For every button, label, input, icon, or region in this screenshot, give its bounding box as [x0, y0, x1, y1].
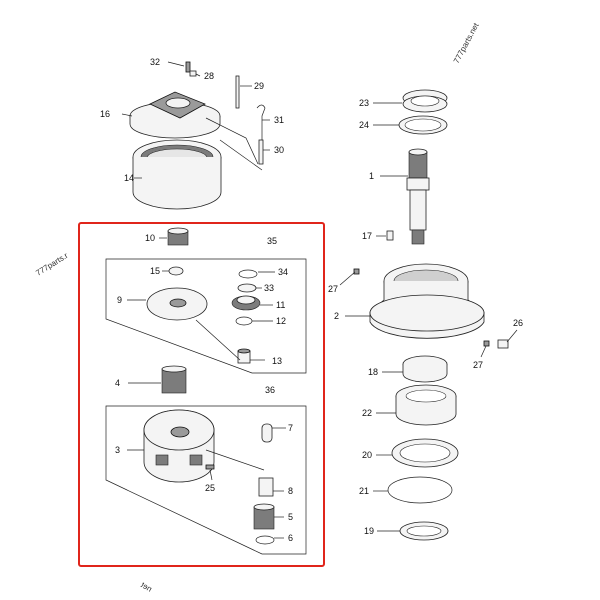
part-20-disc: [391, 438, 459, 468]
watermark-top: 777parts.net: [452, 21, 481, 65]
part-1-shaft: [406, 148, 430, 245]
part-16-flange: [129, 91, 221, 139]
part-10-gear: [167, 227, 189, 246]
callout-29: 29: [254, 81, 264, 91]
part-9-carrier: [146, 287, 208, 321]
part-17-pin: [386, 230, 394, 241]
callout-8: 8: [288, 486, 293, 496]
callout-24: 24: [359, 120, 369, 130]
callout-22: 22: [362, 408, 372, 418]
part-22-bearing: [395, 384, 457, 426]
highlight-frame: [78, 222, 325, 567]
callout-9: 9: [117, 295, 122, 305]
part-33-washer: [237, 283, 257, 293]
callout-11: 11: [276, 300, 285, 310]
part-23-seal: [402, 89, 448, 113]
part-34-ring: [238, 269, 258, 279]
part-14-ring-gear: [132, 139, 222, 210]
part-2-housing: [369, 263, 485, 339]
part-25-pin: [205, 464, 215, 470]
part-8-bushing: [258, 477, 274, 497]
callout-13: 13: [272, 356, 282, 366]
callout-27a: 27: [328, 284, 338, 294]
part-31-dipstick: [256, 104, 266, 140]
part-11-gear: [231, 295, 261, 311]
callout-7: 7: [288, 423, 293, 433]
part-27-bolt-a: [353, 268, 360, 275]
upper-housing-group: [121, 61, 270, 210]
part-15-washer: [168, 266, 184, 276]
watermark-bottom: net: [139, 580, 154, 594]
part-26-plug: [497, 339, 509, 349]
part-3-carrier: [143, 409, 215, 483]
callout-6: 6: [288, 533, 293, 543]
callout-33: 33: [264, 283, 274, 293]
callout-16: 16: [100, 109, 110, 119]
part-30-pipe: [258, 139, 264, 165]
part-19-seal: [399, 521, 449, 541]
callout-18: 18: [368, 367, 378, 377]
callout-25: 25: [205, 483, 215, 493]
part-7-pin: [261, 423, 273, 443]
right-stack-group: [339, 89, 518, 541]
part-12-ring: [235, 316, 253, 326]
part-6-ring: [255, 535, 275, 545]
callout-14: 14: [124, 173, 134, 183]
part-13-bushing: [237, 348, 251, 364]
part-4-gear: [161, 365, 187, 394]
part-29-rod: [235, 75, 240, 109]
callout-10: 10: [145, 233, 155, 243]
callout-28: 28: [204, 71, 214, 81]
callout-5: 5: [288, 512, 293, 522]
group-35-frame: [105, 258, 307, 374]
callout-4: 4: [115, 378, 120, 388]
part-21-o-ring: [387, 476, 453, 504]
part-18-bearing: [402, 355, 448, 383]
callout-20: 20: [362, 450, 372, 460]
part-32-bolt: [185, 61, 191, 73]
callout-26: 26: [513, 318, 523, 328]
callout-15: 15: [150, 266, 160, 276]
callout-23: 23: [359, 98, 369, 108]
callout-27b: 27: [473, 360, 483, 370]
callout-31: 31: [274, 115, 284, 125]
callout-32: 32: [150, 57, 160, 67]
callout-35: 35: [267, 236, 277, 246]
callout-12: 12: [276, 316, 286, 326]
watermark-left: 777parts.r: [34, 251, 70, 278]
part-27-bolt-b: [483, 340, 490, 347]
callout-1: 1: [369, 171, 374, 181]
callout-2: 2: [334, 311, 339, 321]
part-5-gear: [253, 503, 275, 530]
callout-21: 21: [359, 486, 369, 496]
callout-30: 30: [274, 145, 284, 155]
group-36-frame: [105, 405, 307, 555]
part-28-plug: [189, 70, 197, 77]
callout-36: 36: [265, 385, 275, 395]
callout-19: 19: [364, 526, 374, 536]
callout-34: 34: [278, 267, 288, 277]
callout-3: 3: [115, 445, 120, 455]
callout-17: 17: [362, 231, 372, 241]
part-24-ring: [398, 115, 448, 135]
